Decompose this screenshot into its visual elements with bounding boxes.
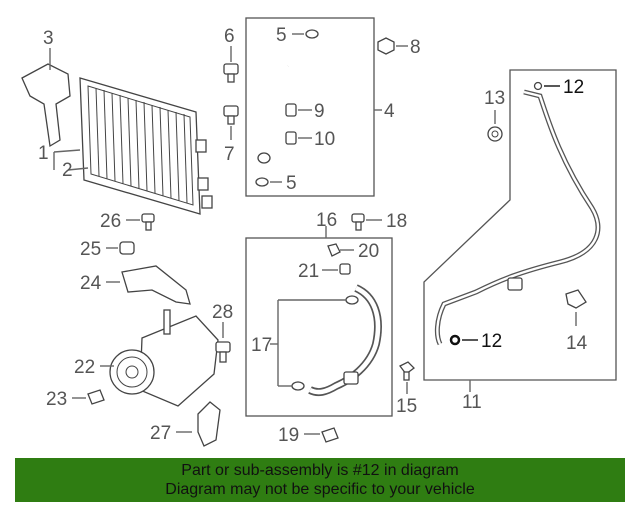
bolt-19[interactable] [321,427,339,443]
bolt-23[interactable] [87,389,105,405]
box-11 [423,69,617,381]
callout-3: 3 [43,28,54,49]
callout-16: 16 [316,210,337,231]
callout-4: 4 [384,101,395,122]
valve-cap-20[interactable] [327,243,341,257]
bushing-25[interactable] [119,241,135,255]
callout-12-top: 12 [563,77,584,98]
callout-5-bottom: 5 [286,173,297,194]
callout-15: 15 [396,396,417,417]
callout-11: 11 [462,392,482,413]
callout-27: 27 [150,423,171,444]
bolt-7[interactable] [223,105,239,125]
bracket-24[interactable] [121,265,191,305]
callout-21: 21 [298,261,319,282]
callout-1: 1 [38,143,49,164]
callout-12-bottom: 12 [481,331,502,352]
bolt-15[interactable] [399,361,415,381]
callout-26: 26 [100,211,121,232]
condenser-side-bracket[interactable] [21,63,71,148]
callout-24: 24 [80,273,102,294]
callout-9: 9 [314,101,325,122]
notice-banner: Part or sub-assembly is #12 in diagram D… [15,458,625,502]
callout-28: 28 [212,302,233,323]
o-ring-5-top[interactable] [305,29,319,39]
o-ring-17-group[interactable] [291,295,359,391]
parts-diagram: 3 1 2 6 7 4 5 9 10 5 8 11 [21,17,617,447]
bolt-6[interactable] [223,63,239,83]
ac-compressor[interactable] [109,309,219,407]
valve-cap-9[interactable] [285,103,297,117]
discharge-hose[interactable] [257,56,352,164]
banner-line-1: Part or sub-assembly is #12 in diagram [181,462,459,479]
callout-18: 18 [386,211,407,232]
o-ring-12-bottom[interactable] [449,334,461,346]
bracket-27[interactable] [197,401,221,447]
valve-cap-21[interactable] [339,263,351,275]
callout-22: 22 [74,357,95,378]
suction-hose[interactable] [308,284,382,397]
box-16 [245,237,393,417]
callout-20: 20 [358,241,379,262]
callout-19: 19 [278,425,299,446]
callout-10: 10 [314,129,335,150]
condenser[interactable] [79,77,213,215]
banner-line-2: Diagram may not be specific to your vehi… [165,481,475,498]
o-ring-12-top[interactable] [533,81,543,91]
callout-14: 14 [566,333,588,354]
callout-7: 7 [224,144,235,165]
callout-6: 6 [224,26,235,47]
bolt-18[interactable] [351,213,365,231]
callout-2: 2 [62,160,73,181]
bolt-28[interactable] [215,341,231,363]
callout-25: 25 [80,239,101,260]
liquid-line[interactable] [434,89,601,346]
o-ring-5-bottom[interactable] [255,177,269,187]
callout-23: 23 [46,389,67,410]
clip-14[interactable] [565,289,587,309]
callout-8: 8 [410,37,421,58]
valve-cap-10[interactable] [285,131,297,145]
callout-5-top: 5 [276,25,287,46]
valve-13[interactable] [487,126,503,142]
callout-13: 13 [484,88,505,109]
callout-17: 17 [251,335,272,356]
bolt-26[interactable] [141,213,155,231]
box-4 [245,17,375,197]
nut-8[interactable] [377,37,395,55]
